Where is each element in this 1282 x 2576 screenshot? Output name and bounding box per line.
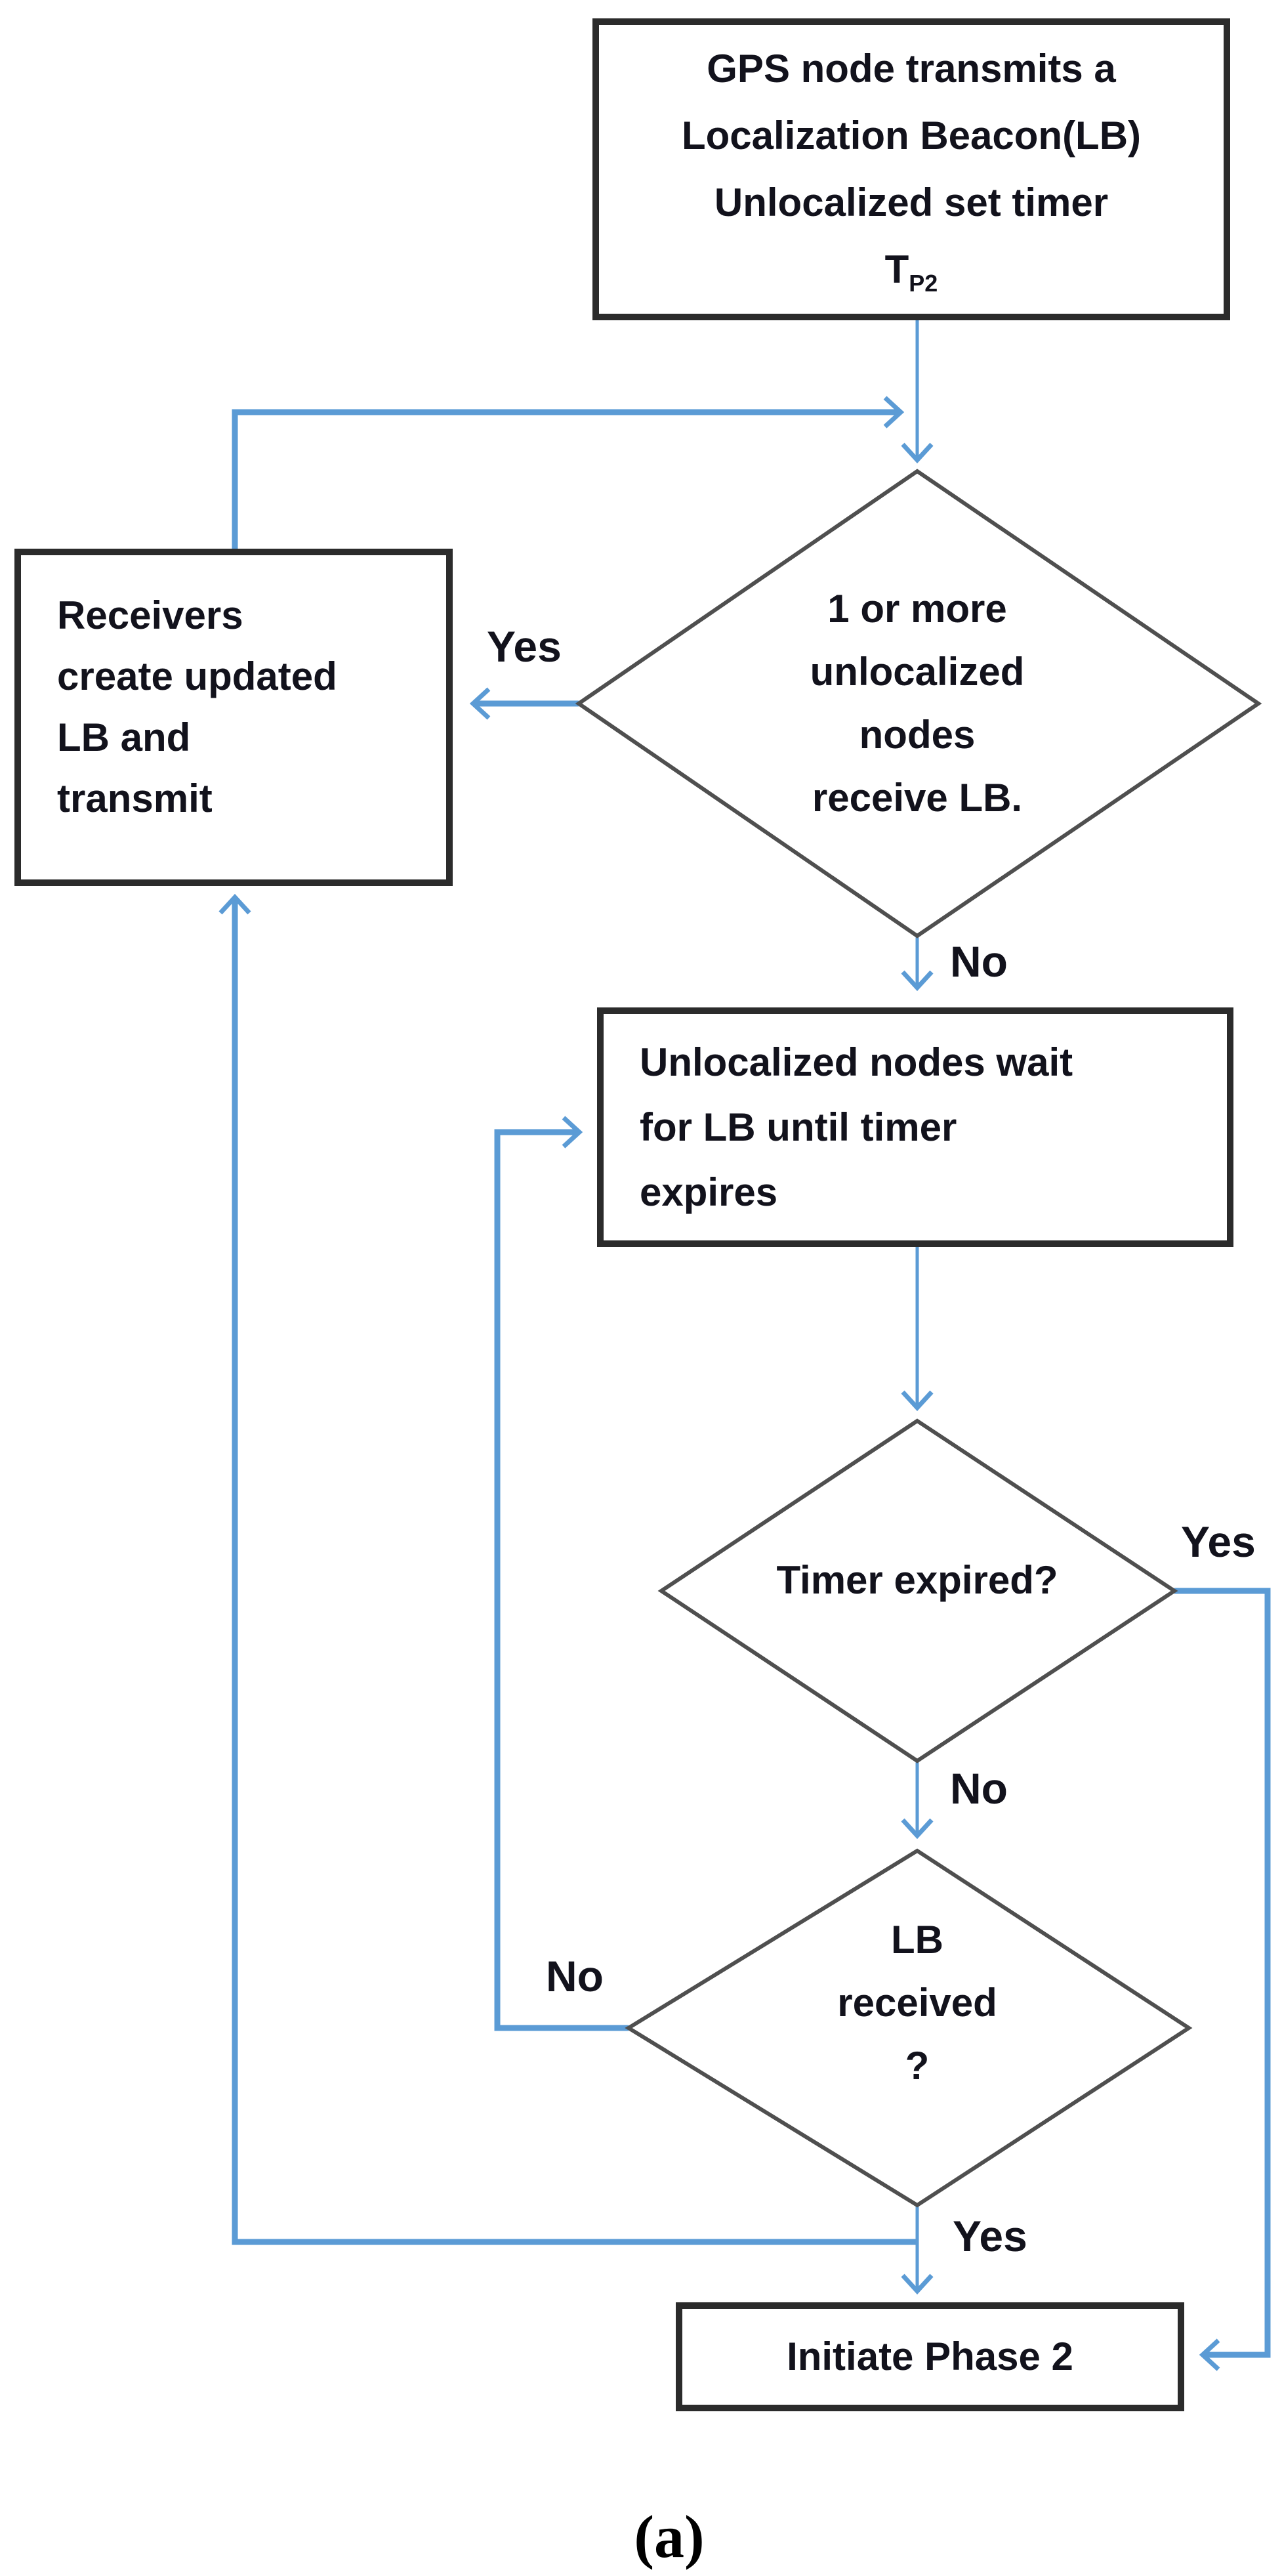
process-gps-transmit: GPS node transmits a Localization Beacon…: [592, 18, 1230, 320]
text-line: receive LB.: [812, 776, 1023, 820]
label-lb-yes: Yes: [953, 2212, 1027, 2260]
text-line: 1 or more: [827, 587, 1007, 631]
text-line: transmit: [57, 776, 213, 820]
text-line: expires: [640, 1170, 778, 1214]
process-wait-lb: Unlocalized nodes wait for LB until time…: [597, 1007, 1233, 1247]
text-line: Initiate Phase 2: [787, 2334, 1073, 2378]
figure-caption: (a): [634, 2503, 705, 2570]
decision-timer-expired-text: Timer expired?: [688, 1549, 1147, 1612]
label-lb-no: No: [546, 1952, 604, 2000]
timer-subscript: P2: [909, 269, 938, 297]
process-initiate-phase2: Initiate Phase 2: [676, 2302, 1184, 2411]
edge-lb-no-loop: [494, 1116, 629, 2031]
text-line: Unlocalized nodes wait: [640, 1040, 1073, 1084]
text-line: Unlocalized set timer: [714, 180, 1109, 224]
timer-symbol: TP2: [885, 236, 938, 303]
text-line: ?: [905, 2044, 930, 2088]
decision-shape-lb-received: [625, 1848, 1193, 2208]
decision-shape-receive-check: [575, 469, 1262, 939]
text-line: LB: [891, 1918, 943, 1962]
label-receive-yes: Yes: [487, 622, 562, 671]
text-line: Receivers: [57, 593, 243, 637]
decision-receive-check-text: 1 or more unlocalized nodes receive LB.: [688, 578, 1147, 830]
edge-lb-yes-to-receivers: [218, 893, 917, 2245]
text-line: Localization Beacon(LB): [681, 113, 1142, 158]
timer-base: T: [884, 247, 909, 291]
text-line: unlocalized: [810, 650, 1025, 694]
text-line: nodes: [859, 713, 976, 757]
edge-receivers-loop-top: [232, 396, 905, 549]
text-line: Timer expired?: [776, 1558, 1058, 1602]
text-line: received: [837, 1981, 997, 2025]
text-line: for LB until timer: [640, 1105, 957, 1149]
label-timer-no: No: [950, 1764, 1008, 1813]
label-timer-yes: Yes: [1181, 1517, 1256, 1566]
text-line: GPS node transmits a: [707, 46, 1116, 91]
text-line: create updated: [57, 654, 337, 698]
edge-timer-yes: [1174, 1588, 1271, 2371]
label-receive-no: No: [950, 937, 1008, 986]
process-receivers-update: Receivers create updated LB and transmit: [14, 549, 453, 886]
decision-shape-timer-expired: [657, 1418, 1178, 1763]
text-line: LB and: [57, 715, 191, 759]
decision-lb-received-text: LB received ?: [786, 1909, 1048, 2098]
